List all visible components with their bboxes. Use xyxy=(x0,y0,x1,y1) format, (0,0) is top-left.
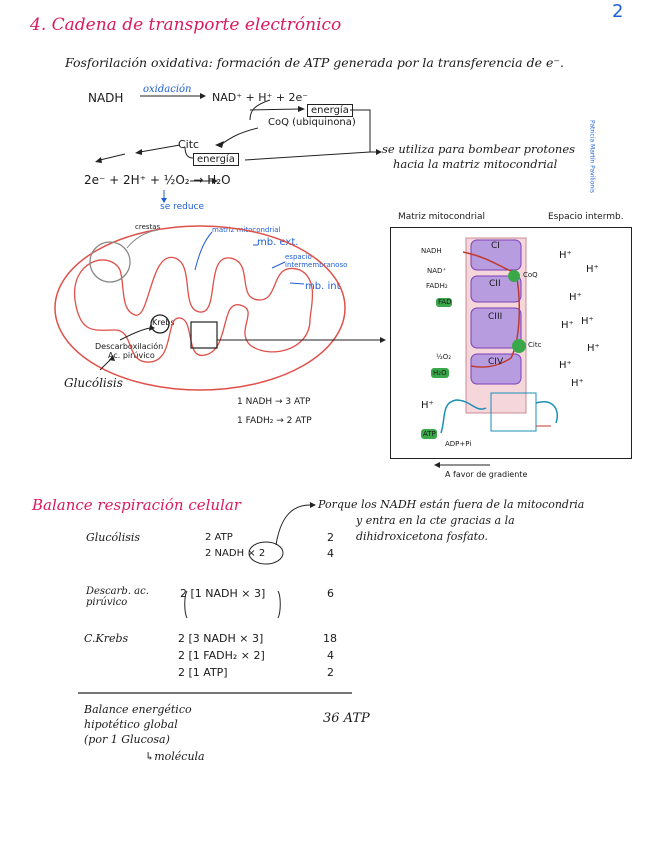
etc-h-plus-2: H⁺ xyxy=(586,264,599,275)
label-glucolisis: Glucólisis xyxy=(64,376,123,390)
etc-matriz-label: Matriz mitocondrial xyxy=(398,212,485,222)
etc-espacio-label: Espacio intermb. xyxy=(548,212,624,222)
etc-diagram: CI CII CIII CIV NADH NAD⁺ FADH₂ FAD CoQ … xyxy=(390,227,632,467)
etc-h-plus-6: H⁺ xyxy=(587,343,600,354)
label-mb-ext: mb. ext. xyxy=(257,237,299,248)
label-krebs: Krebs xyxy=(152,318,175,327)
balance-row-item: 2 [1 FADH₂ × 2] xyxy=(178,649,265,662)
total-label-2: hipotético global xyxy=(84,718,178,731)
etc-membrane-drawing xyxy=(421,237,558,467)
etc-h-plus-4: H⁺ xyxy=(561,320,574,331)
total-label-4: ↳molécula xyxy=(145,750,205,763)
etc-h-plus-8: H⁺ xyxy=(571,378,584,389)
etc-complex-3: CIII xyxy=(488,312,503,322)
etc-complex-1: CI xyxy=(491,241,500,251)
page-number: 2 xyxy=(612,1,624,22)
balance-row-label: Glucólisis xyxy=(86,531,141,544)
etc-adp: ADP+Pi xyxy=(445,440,472,448)
balance-row-value: 4 xyxy=(327,547,334,560)
label-descarb-2: Ac. pirúvico xyxy=(108,351,155,360)
label-crestas: crestas xyxy=(135,223,161,231)
etc-fad: FAD xyxy=(438,298,452,306)
eq-fadh: 1 FADH₂ → 2 ATP xyxy=(237,416,312,426)
reaction-products: NAD⁺ + H⁺ + 2e⁻ xyxy=(212,91,309,104)
balance-row-item: 2 [3 NADH × 3] xyxy=(178,632,264,645)
etc-complex-4: CIV xyxy=(488,357,504,367)
eq-nadh: 1 NADH → 3 ATP xyxy=(237,397,311,407)
etc-citc: Citc xyxy=(528,341,542,349)
etc-coq: CoQ xyxy=(523,271,538,279)
balance-row-value: 2 xyxy=(327,666,334,679)
balance-row-value: 2 xyxy=(327,531,334,544)
definition-text: Fosforilación oxidativa: formación de AT… xyxy=(65,55,564,70)
total-label-3: (por 1 Glucosa) xyxy=(84,733,170,746)
reaction-se-reduce: se reduce xyxy=(160,202,205,212)
balance-row-value: 6 xyxy=(327,587,334,600)
balance-note-2: y entra en la cte gracias a la xyxy=(356,514,515,527)
label-descarb-1: Descarboxilación xyxy=(95,342,164,351)
balance-row-item: 2 ATP xyxy=(205,532,233,543)
etc-o2: ½O₂ xyxy=(436,353,452,361)
reaction-nadh: NADH xyxy=(88,91,124,105)
total-label-1: Balance energético xyxy=(84,703,192,716)
etc-atp: ATP xyxy=(423,430,436,438)
etc-nadh: NADH xyxy=(421,247,442,255)
section-title: 4. Cadena de transporte electrónico xyxy=(30,15,342,35)
reaction-oxidacion: oxidación xyxy=(143,84,192,95)
balance-row-value: 4 xyxy=(327,649,334,662)
etc-complex-2: CII xyxy=(489,279,501,289)
balance-row-item: 2 [1 NADH × 3] xyxy=(180,587,266,600)
etc-gradiente-label: A favor de gradiente xyxy=(445,470,528,479)
reaction-final: 2e⁻ + 2H⁺ + ½O₂ → H₂O xyxy=(84,173,231,187)
bombear-line-1: se utiliza para bombear protones xyxy=(382,142,576,156)
total-value: 36 ATP xyxy=(323,711,370,726)
vertical-note: Patricia Martín Pavilionis xyxy=(588,120,596,193)
etc-h-plus-9: H⁺ xyxy=(421,400,434,411)
balance-title: Balance respiración celular xyxy=(32,496,241,514)
balance-note-1: Porque los NADH están fuera de la mitoco… xyxy=(318,498,585,511)
reaction-citc: Citc xyxy=(178,138,200,151)
balance-row-item: 2 NADH × 2 xyxy=(205,548,266,559)
label-mb-int: mb. int xyxy=(305,281,341,292)
balance-row-label: C.Krebs xyxy=(84,632,129,645)
reaction-energia-2: energía xyxy=(193,153,239,166)
balance-row-item: 2 [1 ATP] xyxy=(178,666,228,679)
balance-row-value: 18 xyxy=(323,632,337,645)
etc-h-plus-3: H⁺ xyxy=(569,292,582,303)
balance-row-label: Descarb. ac. pirúvico xyxy=(86,586,149,608)
etc-h2o: H₂O xyxy=(433,369,447,377)
etc-h-plus-5: H⁺ xyxy=(581,316,594,327)
etc-h-plus-7: H⁺ xyxy=(559,360,572,371)
etc-fadh: FADH₂ xyxy=(426,282,448,290)
bombear-line-2: hacia la matriz mitocondrial xyxy=(393,157,558,171)
etc-h-plus-1: H⁺ xyxy=(559,250,572,261)
label-espacio: espacio intermembranoso xyxy=(285,253,348,269)
reaction-coq: CoQ (ubiquinona) xyxy=(268,117,356,128)
balance-note-3: dihidroxicetona fosfato. xyxy=(356,530,488,543)
etc-nad: NAD⁺ xyxy=(427,267,447,275)
